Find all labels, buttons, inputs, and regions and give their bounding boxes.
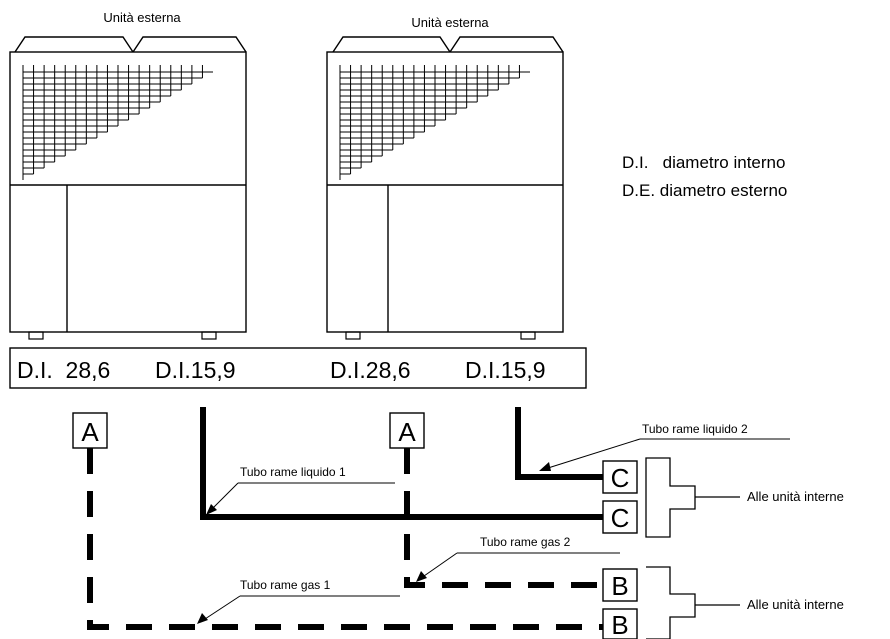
- diameter-bar: [9, 347, 587, 389]
- unit-foot-right: [201, 331, 217, 340]
- callout-gas-2: Tubo rame gas 2: [416, 535, 620, 582]
- destination-upper: Alle unità interne: [747, 489, 844, 504]
- liquid-pipes: [200, 407, 603, 520]
- outdoor-unit-1: Unità esterna: [9, 10, 247, 340]
- unit-2-gas-diameter: D.I.28,6: [330, 357, 411, 383]
- unit-foot-left: [28, 331, 44, 340]
- code-box-C2: C: [602, 500, 638, 534]
- code-box-A1: A: [72, 412, 108, 449]
- code-label: B: [611, 610, 628, 639]
- legend-external-diameter: D.E. diametro esterno: [622, 181, 787, 200]
- callout-gas-1: Tubo rame gas 1: [197, 578, 400, 624]
- code-label: C: [611, 503, 630, 533]
- unit-cabinet: [326, 51, 564, 333]
- legend-internal-diameter: D.I. diametro interno: [622, 153, 785, 172]
- outdoor-unit-1-label: Unità esterna: [103, 10, 181, 25]
- callout-liquid-1: Tubo rame liquido 1: [206, 465, 395, 515]
- code-box-A2: A: [389, 412, 425, 449]
- pipe-label-gas-1: Tubo rame gas 1: [240, 578, 331, 592]
- liquid-pipe-2: [515, 407, 603, 480]
- fan-grille: [339, 65, 530, 180]
- destination-lower: Alle unità interne: [747, 597, 844, 612]
- outdoor-unit-2: Unità esterna: [326, 15, 564, 340]
- unit-2-liquid-diameter: D.I.15,9: [465, 357, 546, 383]
- outdoor-unit-2-label: Unità esterna: [411, 15, 489, 30]
- fan-grille: [22, 65, 213, 180]
- pipe-label-liquid-1: Tubo rame liquido 1: [240, 465, 346, 479]
- code-label: C: [611, 463, 630, 493]
- gas-pipe-2: [404, 448, 603, 588]
- callout-liquid-2: Tubo rame liquido 2: [539, 422, 790, 471]
- fan-cover-left: [332, 36, 451, 53]
- pipe-label-liquid-2: Tubo rame liquido 2: [642, 422, 748, 436]
- branch-joint-gas: [646, 566, 696, 639]
- unit-1-liquid-diameter: D.I.15,9: [155, 357, 236, 383]
- fan-cover-right: [132, 36, 247, 53]
- branch-joint-liquid: [645, 457, 696, 538]
- unit-foot-right: [520, 331, 536, 340]
- liquid-pipe-1: [200, 407, 603, 520]
- code-label: B: [611, 571, 628, 601]
- unit-foot-left: [345, 331, 361, 340]
- gas-pipes: [87, 448, 603, 630]
- unit-1-gas-diameter: D.I. 28,6: [17, 357, 110, 383]
- pipe-label-gas-2: Tubo rame gas 2: [480, 535, 571, 549]
- code-label: A: [81, 417, 99, 447]
- code-box-B2: B: [602, 608, 638, 639]
- code-label: A: [398, 417, 416, 447]
- fan-cover-right: [449, 36, 564, 53]
- fan-cover-left: [14, 36, 134, 53]
- code-box-B1: B: [602, 568, 638, 602]
- gas-pipe-1: [87, 448, 603, 630]
- unit-cabinet: [9, 51, 247, 333]
- code-box-C1: C: [602, 460, 638, 494]
